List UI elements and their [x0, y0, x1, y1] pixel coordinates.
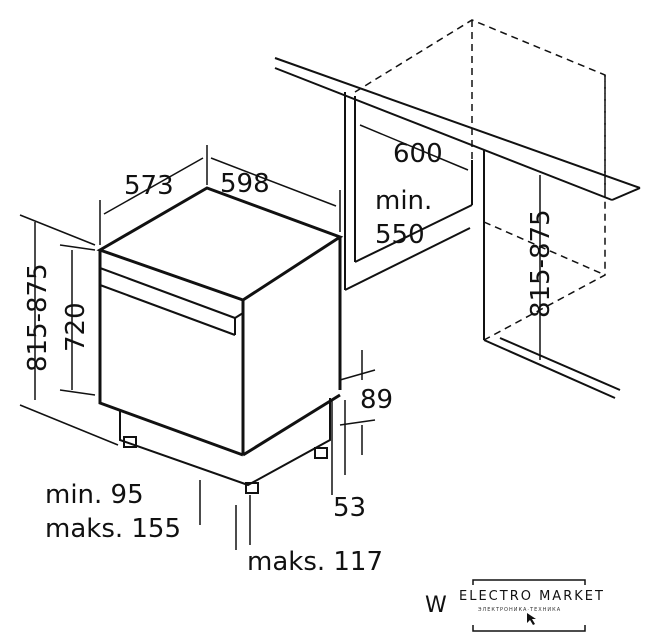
niche-min-value: 550 [375, 220, 425, 250]
foot-min-label: min. 95 [45, 480, 144, 510]
dishwasher-body [96, 186, 344, 494]
height-range-left-label: 815-875 [23, 263, 53, 372]
countertop [274, 57, 641, 201]
watermark-brand: ELECTRO MARKET [459, 589, 605, 604]
dimension-lines [19, 124, 541, 550]
cursor-icon [527, 613, 536, 625]
height-range-right-label: 815-875 [526, 209, 556, 318]
niche-min-label: min. [375, 186, 432, 216]
niche-outline [354, 19, 606, 341]
watermark: W ELECTRO MARKET ЭЛЕКТРОНИКА·ТЕХНИКА [425, 579, 605, 632]
width-label: 598 [220, 169, 270, 199]
foot-max-label: maks. 155 [45, 514, 181, 544]
watermark-prefix: W [425, 593, 447, 618]
foot-offset-label: maks. 117 [247, 547, 383, 577]
depth-label: 573 [124, 171, 174, 201]
watermark-subtitle: ЭЛЕКТРОНИКА·ТЕХНИКА [478, 607, 561, 613]
foot [123, 436, 137, 448]
foot [245, 482, 259, 494]
adjacent-cabinet [344, 92, 621, 399]
niche-width-label: 600 [393, 139, 443, 169]
foot [314, 447, 328, 459]
body-height-label: 720 [61, 302, 91, 352]
plinth-height-label: 89 [360, 385, 393, 415]
plinth-depth-label: 53 [333, 493, 366, 523]
